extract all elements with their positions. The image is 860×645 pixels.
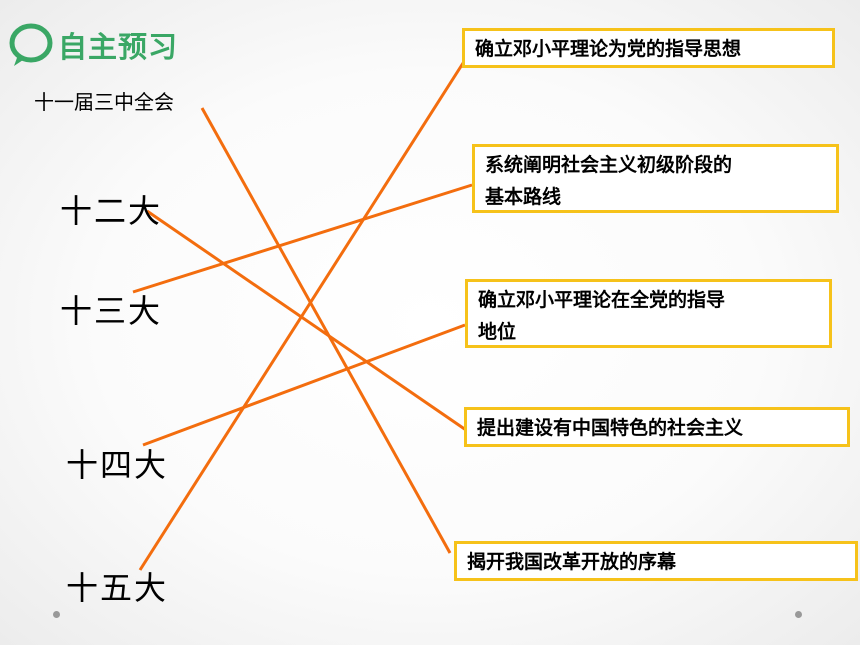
- answer-box-2-line-2: 基本路线: [485, 186, 562, 208]
- answer-box-3-line-2: 地位: [478, 321, 517, 343]
- term-congress-14: 十四大: [66, 446, 169, 484]
- answer-box-3: 确立邓小平理论在全党的指导 地位: [465, 279, 832, 348]
- answer-box-4: 提出建设有中国特色的社会主义: [464, 407, 850, 447]
- connector-t3-b2: [132, 183, 473, 294]
- connector-t1-b5: [200, 107, 452, 554]
- section-title: 自主预习: [58, 30, 179, 64]
- connector-t2-b4: [146, 209, 467, 432]
- term-plenum-11-3: 十一届三中全会: [34, 90, 174, 114]
- section-header: 自主预习: [8, 20, 178, 70]
- answer-box-3-line-1: 确立邓小平理论在全党的指导: [478, 289, 726, 311]
- answer-box-5-line: 揭开我国改革开放的序幕: [467, 551, 677, 573]
- answer-box-2: 系统阐明社会主义初级阶段的 基本路线: [472, 144, 839, 213]
- speech-bubble-icon: [9, 23, 53, 66]
- slide-dot-right: [795, 611, 802, 618]
- connector-t4-b3: [142, 323, 466, 447]
- slide-dot-left: [53, 611, 60, 618]
- answer-box-1: 确立邓小平理论为党的指导思想: [462, 28, 835, 68]
- answer-box-5: 揭开我国改革开放的序幕: [454, 541, 858, 581]
- answer-box-1-line: 确立邓小平理论为党的指导思想: [475, 38, 742, 60]
- term-congress-15: 十五大: [66, 569, 169, 607]
- answer-box-4-line: 提出建设有中国特色的社会主义: [477, 417, 744, 439]
- term-congress-12: 十二大: [60, 192, 163, 230]
- term-congress-13: 十三大: [60, 292, 163, 330]
- connector-t5-b1: [138, 59, 467, 571]
- answer-box-2-line-1: 系统阐明社会主义初级阶段的: [485, 154, 733, 176]
